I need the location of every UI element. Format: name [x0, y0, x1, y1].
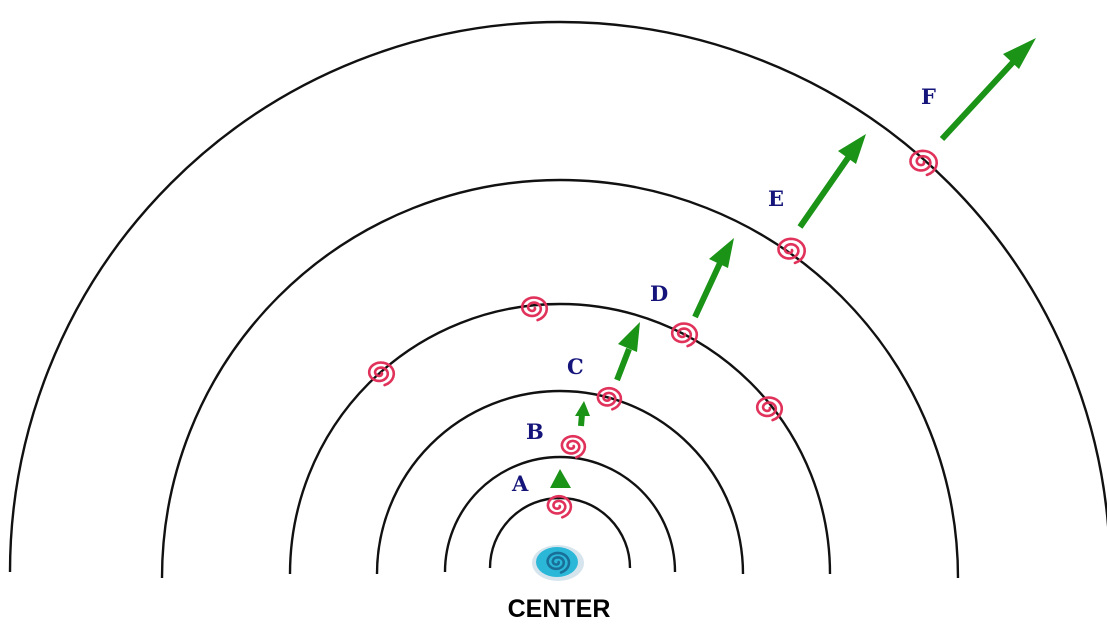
- ring-6: [8, 20, 1107, 573]
- center-label: CENTER: [508, 595, 611, 623]
- arrow-d: [692, 238, 734, 319]
- arrow-f-shaft: [939, 57, 1018, 142]
- arrow-b-head: [575, 401, 590, 416]
- galaxies: [367, 149, 939, 519]
- galaxy-labels: A B C D E F: [511, 84, 936, 496]
- ring-4: [288, 302, 832, 575]
- galaxy-c-spiral: [596, 386, 623, 411]
- galaxy-a: [546, 494, 573, 519]
- galaxy-f: [909, 149, 939, 177]
- galaxy-ring3-top-spiral: [520, 296, 549, 322]
- ring-3: [375, 389, 745, 575]
- arrow-a: [550, 469, 571, 488]
- arrow-f-head: [1003, 38, 1036, 69]
- label-b: B: [526, 419, 544, 444]
- galaxy-ring3-right: [755, 396, 784, 422]
- velocity-arrows: [550, 38, 1036, 488]
- arrow-a-head: [550, 469, 571, 488]
- galaxy-ring3-left: [367, 361, 396, 387]
- label-e: E: [768, 186, 784, 211]
- arrow-e-head: [838, 134, 866, 164]
- ring-2: [443, 455, 677, 573]
- galaxy-ring3-right-spiral: [755, 396, 784, 422]
- arrow-c: [614, 322, 640, 382]
- arrow-e: [797, 134, 866, 229]
- concentric-rings: [8, 20, 1107, 579]
- galaxy-f-spiral: [909, 149, 939, 177]
- label-a: A: [511, 471, 529, 496]
- galaxy-e: [777, 237, 807, 265]
- ring-1: [488, 496, 632, 569]
- arrow-e-shaft: [797, 153, 853, 229]
- galaxy-b: [560, 434, 587, 459]
- galaxy-ring3-top: [520, 296, 549, 322]
- center-galaxy-spiral: [546, 551, 571, 574]
- arrow-d-head: [709, 238, 734, 268]
- center-galaxy-body: [536, 547, 578, 577]
- galaxy-b-spiral: [560, 434, 587, 459]
- arrow-c-head: [618, 322, 640, 352]
- label-f: F: [921, 84, 936, 109]
- galaxy-ring3-left-spiral: [367, 361, 396, 387]
- galaxy-d: [670, 322, 699, 348]
- center-galaxy-icon: [532, 545, 584, 581]
- label-c: C: [567, 354, 584, 379]
- ring-5: [160, 178, 960, 579]
- arrow-c-shaft: [614, 347, 632, 382]
- galaxy-a-spiral: [546, 494, 573, 519]
- label-d: D: [650, 281, 668, 306]
- galaxy-e-spiral: [777, 237, 807, 265]
- arrow-d-shaft: [692, 261, 723, 319]
- arrow-f: [939, 38, 1036, 142]
- galaxy-c: [596, 386, 623, 411]
- galaxy-d-spiral: [670, 322, 699, 348]
- arrow-b: [575, 401, 590, 427]
